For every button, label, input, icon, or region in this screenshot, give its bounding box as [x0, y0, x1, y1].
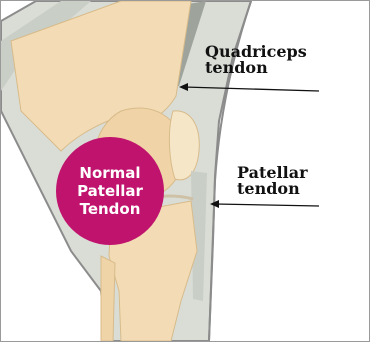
fibula-bone [101, 256, 115, 341]
quadriceps-tendon-label: Quadriceps tendon [205, 44, 307, 76]
normal-patellar-tendon-badge: Normal Patellar Tendon [56, 137, 164, 245]
patellar-tendon-label: Patellar tendon [237, 165, 308, 197]
patellar-leader-line [215, 204, 319, 206]
